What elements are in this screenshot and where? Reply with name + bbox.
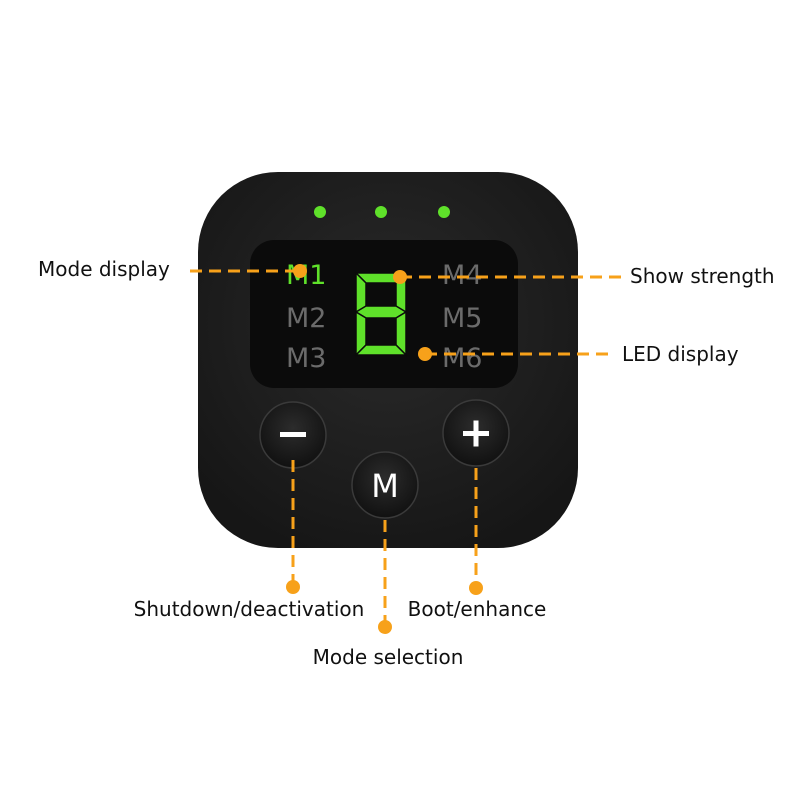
minus-button[interactable]: [259, 401, 327, 469]
mode-button-label: M: [371, 467, 399, 505]
mode-m6: M6: [442, 343, 482, 374]
indicator-led: [375, 206, 387, 218]
callout-shutdown: Shutdown/deactivation: [134, 460, 365, 621]
plus-button[interactable]: [442, 399, 510, 467]
callout-mode-display: Mode display: [38, 257, 307, 281]
label-show-strength: Show strength: [630, 264, 775, 288]
mode-m2: M2: [286, 303, 326, 334]
callout-led-display: LED display: [418, 342, 739, 366]
mode-button[interactable]: M: [351, 451, 419, 519]
label-boot: Boot/enhance: [408, 597, 547, 621]
mode-m3: M3: [286, 343, 326, 374]
label-mode-selection: Mode selection: [313, 645, 464, 669]
mode-m5: M5: [442, 303, 482, 334]
label-led-display: LED display: [622, 342, 739, 366]
indicator-led: [438, 206, 450, 218]
label-mode-display: Mode display: [38, 257, 170, 281]
indicator-led: [314, 206, 326, 218]
mode-m1: M1: [286, 260, 326, 291]
label-shutdown: Shutdown/deactivation: [134, 597, 365, 621]
callout-mode-selection: Mode selection: [313, 520, 464, 669]
indicator-leds: [314, 206, 450, 218]
callout-boot: Boot/enhance: [408, 468, 547, 621]
callout-show-strength: Show strength: [393, 264, 775, 288]
